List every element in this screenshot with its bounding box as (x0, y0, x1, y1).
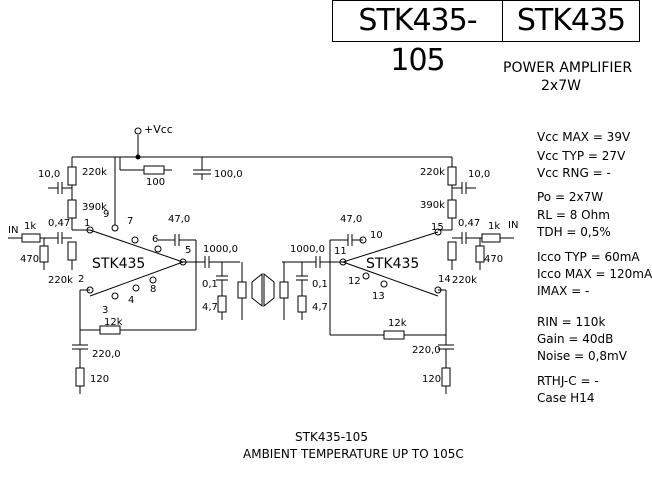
svg-text:220,0: 220,0 (92, 349, 121, 360)
family-box: STK435 (502, 0, 640, 42)
svg-text:220,0: 220,0 (412, 345, 441, 356)
svg-text:47,0: 47,0 (340, 214, 362, 225)
spec-thd: TDH = 0,5% (537, 225, 611, 239)
svg-text:100,0: 100,0 (214, 169, 243, 180)
spec-po: Po = 2x7W (537, 190, 604, 204)
svg-text:15: 15 (431, 222, 444, 233)
svg-text:1: 1 (84, 218, 90, 229)
svg-text:0,1: 0,1 (202, 279, 218, 290)
vcc-rail: +Vcc 100 100,0 (72, 123, 452, 188)
svg-text:3: 3 (102, 305, 108, 316)
svg-text:390k: 390k (420, 200, 445, 211)
svg-text:220k: 220k (82, 167, 107, 178)
svg-text:100: 100 (146, 177, 165, 188)
svg-text:1k: 1k (488, 221, 500, 232)
svg-text:12: 12 (348, 276, 361, 287)
svg-text:IN: IN (8, 225, 18, 236)
spec-noise: Noise = 0,8mV (537, 349, 627, 363)
svg-text:10,0: 10,0 (38, 169, 60, 180)
svg-text:11: 11 (334, 246, 347, 257)
title-line-1: POWER AMPLIFIER (503, 60, 633, 76)
svg-text:220k: 220k (420, 167, 445, 178)
svg-text:0,47: 0,47 (458, 218, 480, 229)
part-number-box: STK435-105 (332, 0, 503, 78)
spec-imax: IMAX = - (537, 284, 590, 298)
svg-text:220k: 220k (452, 275, 477, 286)
svg-text:47,0: 47,0 (168, 214, 190, 225)
svg-text:14: 14 (438, 274, 451, 285)
svg-text:IN: IN (508, 220, 518, 231)
svg-text:120: 120 (422, 374, 441, 385)
svg-text:7: 7 (127, 216, 133, 227)
svg-text:8: 8 (150, 284, 156, 295)
spec-icco-typ: Icco TYP = 60mA (537, 250, 640, 264)
footer-temperature: AMBIENT TEMPERATURE UP TO 105C (243, 447, 464, 461)
svg-text:0,1: 0,1 (312, 279, 328, 290)
spec-vcc-typ: Vcc TYP = 27V (537, 149, 626, 163)
footer-part: STK435-105 (295, 430, 368, 444)
svg-text:10,0: 10,0 (468, 169, 490, 180)
svg-text:9: 9 (103, 209, 109, 220)
svg-text:120: 120 (90, 374, 109, 385)
svg-text:1000,0: 1000,0 (203, 244, 238, 255)
svg-text:470: 470 (484, 254, 503, 265)
spec-rl: RL = 8 Ohm (537, 208, 610, 222)
svg-text:220k: 220k (48, 275, 73, 286)
right-channel: 220k 10,0 390k 15 IN 1k 0,47 470 (263, 157, 518, 394)
spec-gain: Gain = 40dB (537, 332, 614, 346)
svg-text:4: 4 (128, 295, 134, 306)
vcc-label: +Vcc (144, 123, 173, 136)
left-channel: 220k 10,0 390k 1 IN 1k 0,47 470 (8, 157, 263, 394)
family-name: STK435 (516, 3, 626, 38)
svg-text:10: 10 (370, 230, 383, 241)
svg-text:1k: 1k (24, 221, 36, 232)
spec-case: Case H14 (537, 391, 595, 405)
spec-rin: RIN = 110k (537, 315, 606, 329)
spec-vcc-rng: Vcc RNG = - (537, 166, 611, 180)
ic-label-left: STK435 (92, 256, 145, 272)
svg-text:12k: 12k (388, 318, 407, 329)
svg-text:0,47: 0,47 (48, 218, 70, 229)
spec-rthjc: RTHJ-C = - (537, 374, 599, 388)
ic-label-right: STK435 (366, 256, 419, 272)
svg-text:390k: 390k (82, 202, 107, 213)
svg-text:5: 5 (185, 245, 191, 256)
spec-vcc-max: Vcc MAX = 39V (537, 130, 631, 144)
svg-text:13: 13 (372, 291, 385, 302)
svg-text:6: 6 (152, 234, 158, 245)
svg-text:4,7: 4,7 (202, 302, 218, 313)
svg-text:12k: 12k (104, 317, 123, 328)
title-line-2: 2x7W (541, 78, 581, 94)
svg-text:2: 2 (78, 274, 84, 285)
svg-text:4,7: 4,7 (312, 302, 328, 313)
svg-text:470: 470 (20, 254, 39, 265)
spec-icco-max: Icco MAX = 120mA (537, 267, 652, 281)
part-number: STK435-105 (358, 3, 477, 78)
svg-text:1000,0: 1000,0 (290, 244, 325, 255)
